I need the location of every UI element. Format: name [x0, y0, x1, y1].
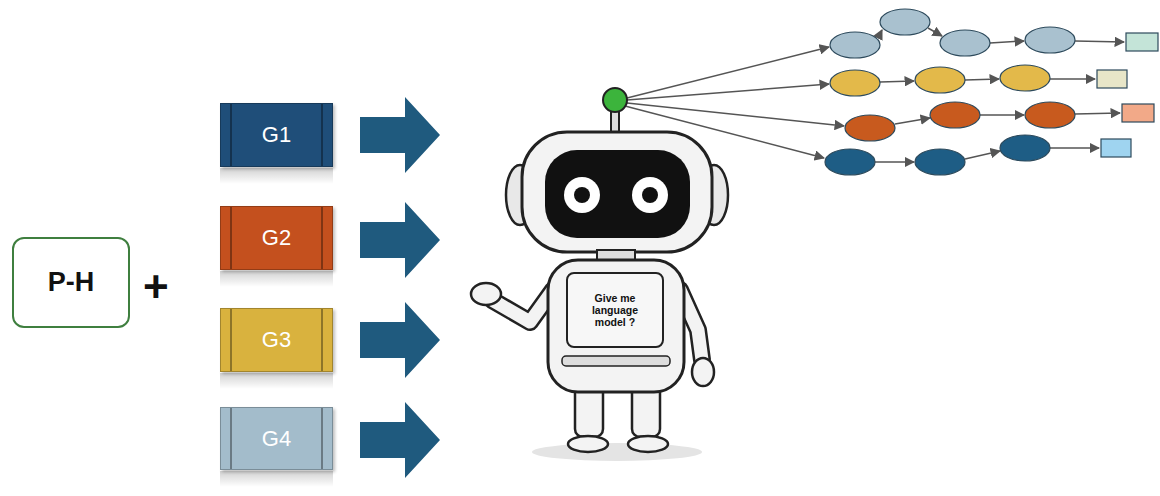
reflection	[220, 271, 333, 287]
node-text: G4	[262, 426, 291, 452]
tree-leaf	[1122, 104, 1154, 122]
branch-line	[627, 47, 829, 98]
robot-belt	[562, 356, 670, 366]
chain-line	[965, 79, 999, 80]
tree-branches	[625, 28, 1124, 162]
group-box: G2	[220, 206, 333, 270]
block-arrow	[360, 402, 440, 478]
robot-illustration	[471, 88, 728, 461]
robot-shadow	[532, 443, 702, 461]
block-arrows	[360, 97, 440, 478]
reflection	[220, 168, 333, 184]
tree-ellipse	[1000, 135, 1050, 161]
tree-ellipse	[915, 67, 965, 93]
robot-body	[548, 260, 684, 392]
node-text: P-H	[48, 267, 95, 298]
group-box: G1	[220, 103, 333, 167]
chain-line	[1050, 147, 1099, 149]
node-text: G2	[262, 225, 291, 251]
tree-ellipse	[830, 70, 880, 96]
reflection	[220, 373, 333, 389]
chain-line	[980, 114, 1024, 116]
tree-ellipse	[1025, 27, 1075, 53]
robot-visor	[545, 150, 690, 238]
robot-hand	[471, 283, 501, 305]
box-reflections	[220, 168, 333, 487]
tree-ellipse	[1025, 102, 1075, 128]
robot-pupil	[642, 187, 658, 203]
robot-foot	[568, 436, 608, 452]
tree-ellipses	[825, 9, 1158, 175]
chain-line	[965, 151, 1000, 159]
block-arrow	[360, 302, 440, 378]
node-text: G1	[262, 122, 291, 148]
tree-ellipse	[830, 32, 880, 58]
robot-eye	[632, 177, 668, 213]
robot-eye	[564, 177, 600, 213]
node-text: Give me language model ?	[576, 292, 654, 328]
block-arrow	[360, 97, 440, 173]
chain-line	[1075, 41, 1124, 42]
robot-hand	[692, 358, 714, 386]
reflection	[220, 471, 333, 487]
tree-ellipse	[1000, 65, 1050, 91]
chain-line	[990, 41, 1024, 43]
input-box: P-H	[12, 237, 130, 328]
tree-leaf	[1126, 33, 1158, 51]
tree-leaf	[1101, 139, 1131, 157]
chain-line	[928, 28, 942, 36]
branch-line	[627, 84, 829, 100]
tree-ellipse	[845, 115, 895, 141]
chain-line	[878, 30, 882, 38]
chain-line	[895, 118, 930, 124]
robot-head	[522, 132, 712, 252]
tree-ellipse	[880, 9, 930, 35]
chain-line	[1075, 113, 1120, 114]
tree-ellipse	[825, 149, 875, 175]
tree-ellipse	[930, 102, 980, 128]
group-box: G4	[220, 407, 333, 470]
group-box: G3	[220, 308, 333, 372]
block-arrow	[360, 202, 440, 278]
chain-line	[1050, 78, 1095, 80]
tree-ellipse	[940, 30, 990, 56]
tree-leaf	[1097, 70, 1127, 88]
node-text: G3	[262, 327, 291, 353]
robot-pupil	[574, 187, 590, 203]
robot-foot	[628, 436, 668, 452]
tree-ellipse	[915, 149, 965, 175]
plus-sign: +	[143, 262, 169, 312]
antenna-ball	[603, 88, 627, 112]
chain-line	[875, 161, 914, 163]
robot-screen: Give me language model ?	[566, 272, 664, 348]
chain-line	[880, 81, 914, 82]
